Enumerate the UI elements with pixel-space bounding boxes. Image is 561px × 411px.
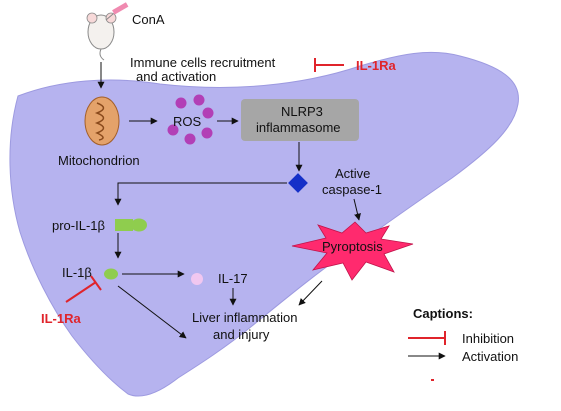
mitochondrion-label: Mitochondrion — [58, 153, 140, 168]
arrow-caspase-to-pyroptosis — [353, 198, 361, 221]
nlrp3-label-line1: NLRP3 — [281, 104, 323, 119]
arrow-pyroptosis-to-outcome — [298, 280, 323, 306]
caspase-label-line2: caspase-1 — [322, 182, 382, 197]
il17-dot — [191, 273, 203, 285]
ros-label: ROS — [173, 114, 202, 129]
inhibitor-top-label: IL-1Ra — [356, 58, 397, 73]
arrow-il1b-to-outcome — [117, 285, 187, 339]
immune-label-line1: Immune cells recruitment — [130, 55, 276, 70]
left-inhibition-symbol — [65, 275, 102, 303]
immune-label-line2: and activation — [136, 69, 216, 84]
caspase-label-line1: Active — [335, 166, 370, 181]
outcome-label-line1: Liver inflammation — [192, 310, 298, 325]
nlrp3-box — [241, 99, 359, 141]
legend-inhibition-label: Inhibition — [462, 331, 514, 346]
stimulus-label: ConA — [132, 12, 165, 27]
legend-mark — [431, 379, 434, 381]
captions-legend: Captions: Inhibition Activation — [408, 306, 518, 381]
top-inhibition-symbol — [314, 58, 344, 72]
pyroptosis-label: Pyroptosis — [322, 239, 383, 254]
ros-dots — [167, 94, 214, 145]
il1b-label: IL-1β — [62, 265, 92, 280]
nlrp3-label-line2: inflammasome — [256, 120, 341, 135]
caspase-diamond — [288, 173, 308, 193]
legend-activation-label: Activation — [462, 349, 518, 364]
mouse-icon — [86, 12, 117, 61]
pro-il1b-label: pro-IL-1β — [52, 218, 105, 233]
inhibitor-left-label: IL-1Ra — [41, 311, 82, 326]
il17-label: IL-17 — [218, 271, 248, 286]
liver-shape — [9, 51, 519, 397]
pro-il1b-shape — [115, 218, 147, 232]
captions-title: Captions: — [413, 306, 473, 321]
pyroptosis-star — [291, 221, 414, 281]
syringe-icon — [105, 2, 129, 21]
il1b-shape — [104, 268, 118, 280]
arrow-caspase-to-proil1b — [114, 182, 287, 206]
outcome-label-line2: and injury — [213, 327, 270, 342]
mitochondrion-icon — [84, 96, 120, 146]
